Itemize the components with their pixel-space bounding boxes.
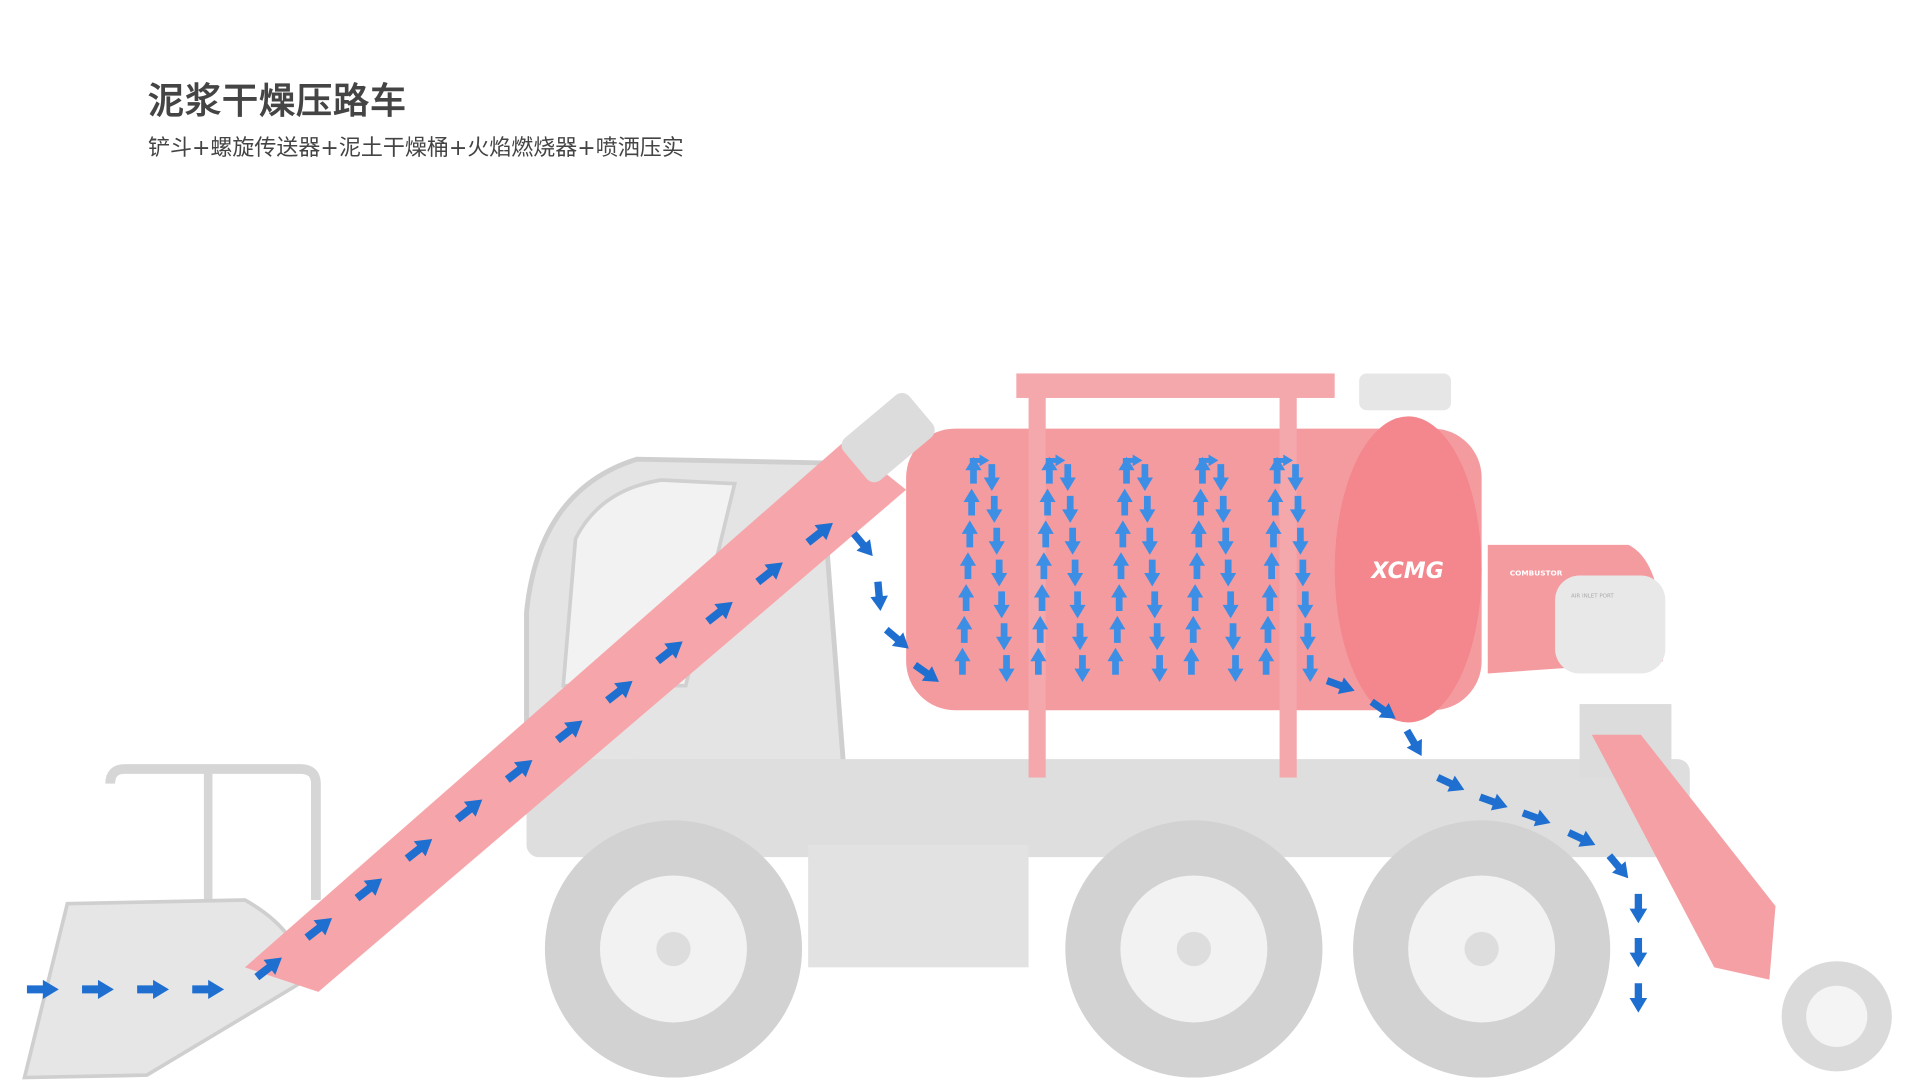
flow-arrow — [1067, 559, 1084, 587]
flow-arrow — [1045, 454, 1066, 467]
flow-arrow — [1606, 853, 1629, 879]
flow-arrow — [1194, 456, 1211, 484]
truck-body: XCMG COMBUSTOR AIR INLET PORT — [22, 373, 1892, 1080]
flow-arrow — [1273, 454, 1294, 467]
flow-arrow — [1039, 488, 1056, 516]
flow-arrow — [1071, 623, 1089, 651]
flow-arrow — [454, 799, 483, 823]
flow-arrow — [1136, 464, 1153, 492]
flow-arrow — [1325, 677, 1355, 694]
flow-arrow — [996, 623, 1013, 651]
flow-arrow — [26, 979, 59, 999]
flow-arrow — [137, 979, 169, 999]
flow-arrow — [1041, 456, 1058, 484]
page-title: 泥浆干燥压路车 — [148, 81, 408, 122]
flow-arrow — [1629, 983, 1648, 1013]
flow-arrow — [1139, 495, 1156, 523]
flow-arrow — [605, 680, 633, 704]
flow-arrow — [1478, 793, 1508, 811]
flow-arrow — [983, 464, 1000, 492]
flow-arrow — [1403, 728, 1422, 756]
combustor-label: COMBUSTOR — [1510, 569, 1563, 578]
flow-arrow — [1436, 774, 1465, 792]
combustor: COMBUSTOR AIR INLET PORT — [1487, 544, 1672, 778]
flow-arrow — [1567, 829, 1596, 847]
flow-arrow — [1035, 552, 1052, 580]
flow-arrow — [504, 759, 533, 783]
flow-arrow — [883, 626, 909, 649]
page-subtitle: 铲斗+螺旋传送器+泥土干燥桶+火焰燃烧器+喷洒压实 — [148, 136, 684, 161]
flow-arrow — [993, 591, 1010, 619]
flow-arrow — [1258, 647, 1275, 675]
chassis — [526, 759, 1690, 858]
flow-arrow — [969, 454, 990, 467]
wheel — [1065, 820, 1323, 1078]
flow-arrow — [254, 957, 282, 981]
flow-arrow — [805, 522, 833, 546]
bucket — [22, 764, 321, 1080]
flow-arrow — [1069, 591, 1086, 619]
flow-arrow — [404, 838, 433, 862]
wheels — [544, 820, 1892, 1078]
flow-arrow — [755, 562, 783, 586]
wheel — [544, 820, 803, 1078]
flow-arrow — [1122, 454, 1143, 467]
flow-arrow — [1629, 937, 1648, 968]
flow-arrow — [991, 559, 1008, 587]
flow-arrow — [192, 979, 225, 999]
flow-arrow — [1074, 655, 1091, 683]
flow-arrow — [1109, 615, 1126, 643]
flow-arrow — [851, 531, 873, 557]
rear-frame — [1591, 734, 1776, 980]
flow-arrow — [963, 488, 980, 516]
flow-arrow — [965, 456, 982, 484]
flow-arrow — [655, 641, 683, 665]
flow-arrow — [954, 647, 971, 675]
flow-arrow — [354, 878, 383, 902]
flow-arrow — [1629, 893, 1648, 924]
flow-arrow — [912, 662, 939, 682]
flow-arrow — [959, 552, 977, 580]
brand-logo: XCMG — [1369, 559, 1443, 584]
flow-arrow — [1369, 698, 1396, 719]
flow-arrow — [1187, 584, 1204, 612]
flow-arrow — [1064, 527, 1081, 555]
flow-arrow — [1222, 591, 1239, 619]
flow-arrow — [870, 581, 888, 611]
flow-arrow — [1192, 488, 1209, 516]
flow-arrow — [1521, 809, 1551, 827]
flow-arrow — [1220, 559, 1237, 587]
flow-arrow — [1198, 454, 1219, 467]
air-inlet-label: AIR INLET PORT — [1571, 594, 1614, 600]
flow-arrow — [961, 520, 978, 548]
compaction-roller — [1781, 961, 1892, 1072]
wheel — [1353, 820, 1611, 1078]
flow-arrow — [998, 655, 1015, 683]
flow-arrow — [705, 601, 733, 625]
flow-arrow — [1190, 520, 1207, 548]
flow-arrow — [554, 720, 583, 744]
flow-arrow — [304, 918, 333, 941]
